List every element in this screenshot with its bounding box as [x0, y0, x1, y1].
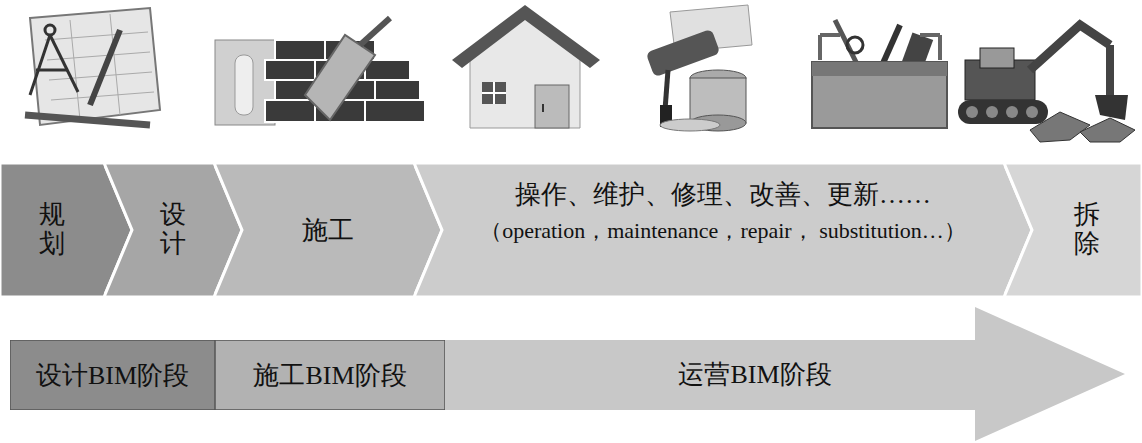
- construction-icon: [215, 18, 425, 125]
- lifecycle-illustrations: [0, 0, 1142, 160]
- phase-box: 设计BIM阶段: [10, 340, 215, 410]
- stage-label: 设计BIM阶段: [36, 358, 189, 393]
- house-icon: [452, 5, 600, 128]
- stage-chevron: 拆除: [1004, 163, 1142, 297]
- phase-arrow: 运营BIM阶段: [445, 305, 1125, 443]
- stage-label: 设计: [160, 201, 186, 258]
- toolbox-icon: [812, 20, 947, 128]
- paint-icon: [646, 5, 752, 131]
- stage-label: 施工BIM阶段: [253, 358, 406, 393]
- english-note: （operation，maintenance，repair， substitut…: [480, 216, 966, 246]
- stage-label: 规划: [39, 201, 65, 258]
- stage-label: 施工: [302, 213, 354, 248]
- stage-chevron-outline: [1004, 163, 1142, 297]
- stage-label: 拆除: [1074, 201, 1100, 258]
- phase-box: 施工BIM阶段: [215, 340, 445, 410]
- stage-chevron: 施工: [214, 163, 442, 297]
- stage-label: 操作、维护、修理、改善、更新……: [515, 177, 931, 212]
- stage-label: 运营BIM阶段: [678, 357, 831, 392]
- design-icon: [25, 8, 160, 125]
- excavator-icon: [958, 25, 1135, 142]
- stage-chevron: 操作、维护、修理、改善、更新…… （operation，maintenance，r…: [414, 163, 1032, 297]
